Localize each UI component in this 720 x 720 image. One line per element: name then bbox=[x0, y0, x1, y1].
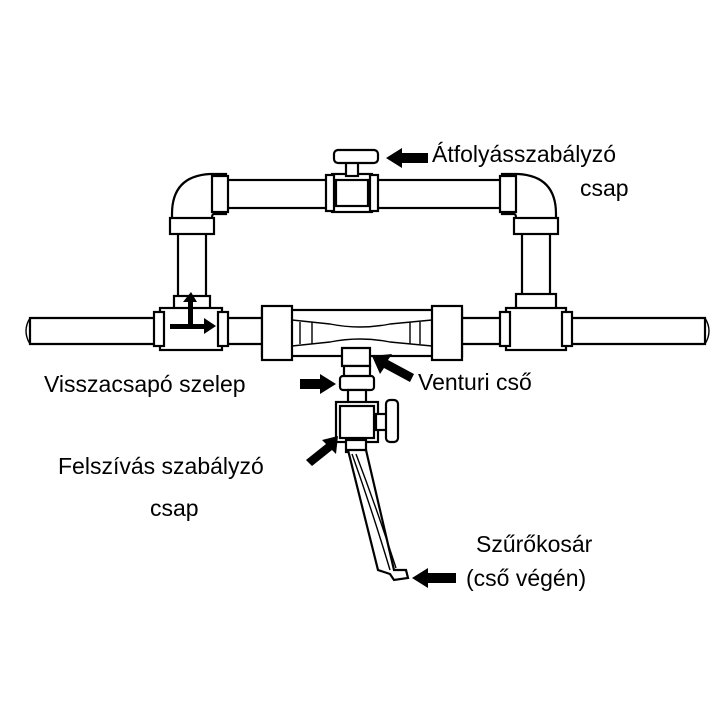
label-suction-valve-line1: Felszívás szabályzó bbox=[58, 453, 264, 479]
right-tee bbox=[498, 292, 574, 352]
bypass-valve bbox=[324, 148, 380, 214]
label-venturi: Venturi cső bbox=[418, 369, 532, 395]
label-strainer-line2: (cső végén) bbox=[466, 565, 586, 591]
suction-valve bbox=[334, 388, 400, 454]
arrow-bypass-valve bbox=[386, 148, 428, 168]
label-check-valve: Visszacsapó szelep bbox=[44, 371, 246, 397]
label-bypass-valve-line1: Átfolyásszabályzó bbox=[432, 141, 616, 167]
arrow-check-valve bbox=[300, 374, 336, 394]
arrow-venturi bbox=[372, 354, 414, 382]
left-tee bbox=[152, 292, 230, 352]
arrow-suction-valve bbox=[306, 436, 338, 466]
venturi-tube bbox=[260, 304, 464, 368]
label-bypass-valve-line2: csap bbox=[580, 175, 629, 201]
check-valve bbox=[338, 364, 376, 392]
suction-hose bbox=[346, 448, 410, 582]
label-suction-valve-line2: csap bbox=[150, 495, 199, 521]
label-strainer-line1: Szűrőkosár bbox=[476, 531, 593, 557]
arrow-strainer bbox=[412, 568, 456, 588]
